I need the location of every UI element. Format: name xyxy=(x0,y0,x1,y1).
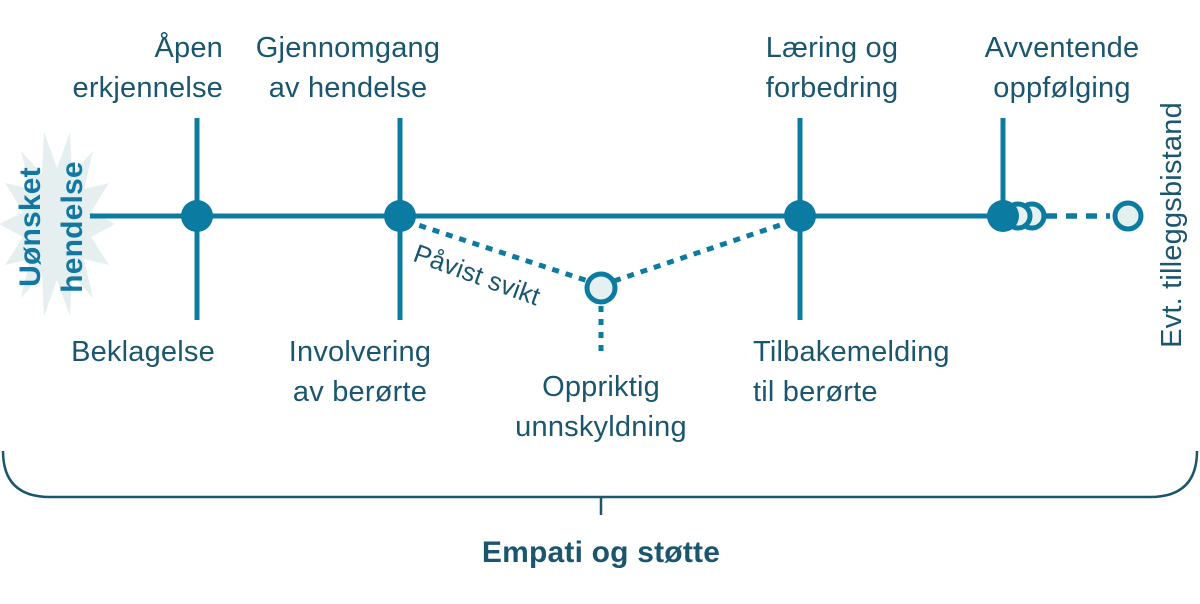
detour-dotted-down xyxy=(405,218,589,284)
milestone-2-top-label: Gjennomgang av hendelse xyxy=(255,32,441,104)
detour-node-circle xyxy=(584,271,618,305)
milestone-4-top-label: Avventende oppfølging xyxy=(984,32,1140,104)
milestone-4-dot xyxy=(987,200,1019,232)
milestone-3-bottom-label: Tilbakemelding til berørte xyxy=(753,336,950,408)
continuation-end-circle xyxy=(1112,200,1144,232)
milestone-2-dot xyxy=(384,200,416,232)
continuation-side-label: Evt. tilleggsbistand xyxy=(1156,102,1188,348)
detour-node-label: Oppriktig unnskyldning xyxy=(515,371,687,443)
unwanted-event-label: Uønsket hendelse xyxy=(14,161,89,293)
milestone-1-bottom-label: Beklagelse xyxy=(71,336,215,368)
detour-dotted-up xyxy=(613,217,796,284)
milestone-3-dot xyxy=(784,200,816,232)
milestone-1-top-label: Åpen erkjennelse xyxy=(72,32,223,104)
milestone-1-dot xyxy=(181,200,213,232)
starburst-shape xyxy=(0,132,115,316)
brace-shape xyxy=(1,450,1199,499)
milestone-3-top-label: Læring og forbedring xyxy=(765,32,899,104)
milestone-2-bottom-label: Involvering av berørte xyxy=(288,336,432,408)
brace-caption: Empati og støtte xyxy=(481,536,721,569)
